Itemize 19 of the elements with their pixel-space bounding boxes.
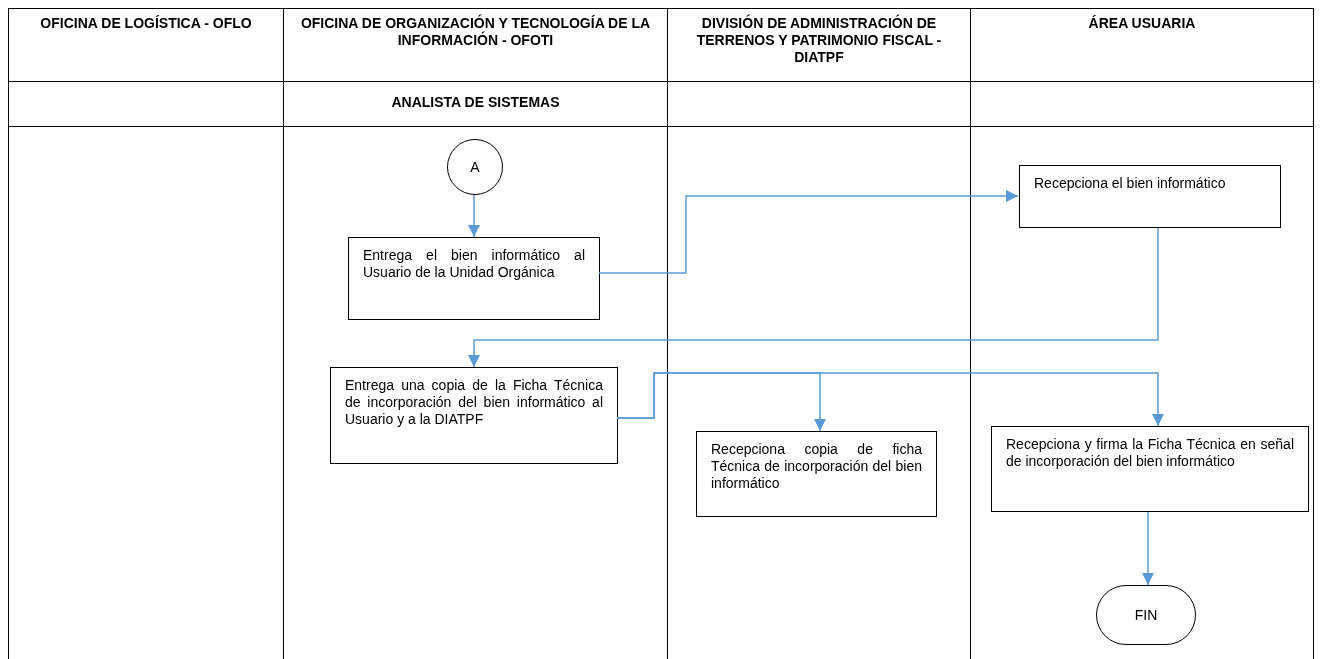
lane-header: DIVISIÓN DE ADMINISTRACIÓN DE TERRENOS Y PATRIMONIO FISCAL - DIATPF <box>695 13 943 66</box>
arrow <box>1142 511 1154 586</box>
connector-circle: A <box>447 139 503 195</box>
swimlane-column <box>8 8 284 659</box>
arrow <box>598 190 1019 274</box>
arrow <box>468 194 480 238</box>
arrow <box>468 227 1159 368</box>
process-box: Entrega una copia de la Ficha Técnica de incorporación del bien informático al Usuario y a la DIATPF <box>330 367 618 464</box>
lane-header: OFICINA DE LOGÍSTICA - OFLO <box>39 14 253 32</box>
process-box: Recepciona y firma la Ficha Técnica en señal de incorporación del bien informático <box>991 426 1309 512</box>
lane-header: OFICINA DE ORGANIZACIÓN Y TECNOLOGÍA DE LA INFORMACIÓN - OFOTI <box>299 13 652 49</box>
terminator: FIN <box>1096 585 1196 645</box>
process-box: Entrega el bien informático al Usuario de la Unidad Orgánica <box>348 237 600 320</box>
swimlane-column <box>970 8 1314 659</box>
lane-header: ÁREA USUARIA <box>1087 14 1197 32</box>
arrow <box>616 372 1164 427</box>
role-header: ANALISTA DE SISTEMAS <box>390 93 561 110</box>
process-box: Recepciona el bien informático <box>1019 165 1281 228</box>
process-box: Recepciona copia de ficha Técnica de incorporación del bien informático <box>696 431 937 517</box>
